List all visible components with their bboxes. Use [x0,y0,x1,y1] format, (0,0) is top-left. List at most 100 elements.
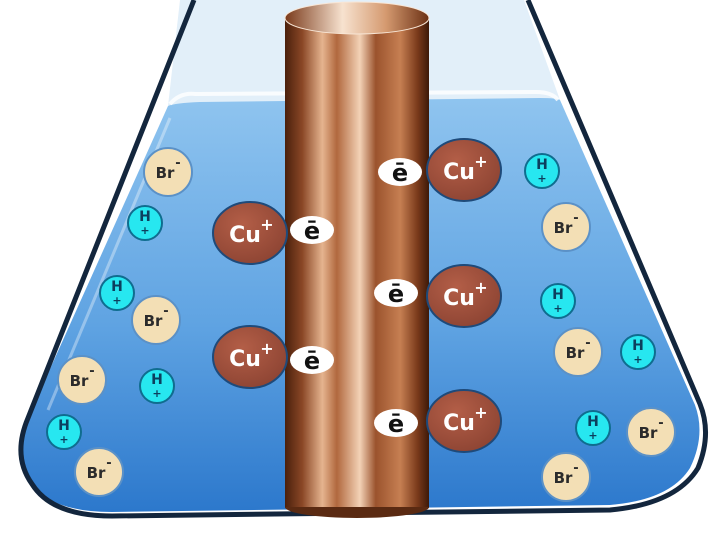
hydrogen-ion-circle [46,414,82,450]
hydrogen-ion: H+ [575,410,611,446]
bromide-charge: - [573,211,578,226]
copper-ion: Cu+ [426,389,502,453]
bromide-symbol: Br [566,344,585,362]
copper-symbol: Cu [443,411,475,436]
bromide-charge: - [163,304,168,319]
bromide-ion-circle [541,452,591,502]
bromide-ion-circle [626,407,676,457]
hydrogen-ion: H+ [46,414,82,450]
copper-charge: + [260,215,273,234]
hydrogen-ion: H+ [99,275,135,311]
hydrogen-ion-circle [127,205,163,241]
copper-charge: + [474,403,487,422]
bromide-symbol: Br [554,469,573,487]
electron-symbol: ē [304,347,320,375]
bromide-ion: Br- [541,452,591,502]
bromide-symbol: Br [639,424,658,442]
electron-shape [374,279,418,307]
hydrogen-symbol: H [58,418,70,434]
copper-charge: + [260,339,273,358]
bromide-ion-circle [553,327,603,377]
bromide-ion: Br- [553,327,603,377]
copper-ion: Cu+ [426,264,502,328]
bromide-charge: - [658,416,663,431]
hydrogen-symbol: H [587,414,599,430]
bromide-ion: Br- [626,407,676,457]
copper-ion: Cu+ [212,325,288,389]
hydrogen-charge: + [537,172,546,185]
electron-symbol: ē [388,280,404,308]
electron-shape [378,158,422,186]
electron-shape [290,346,334,374]
bromide-symbol: Br [156,164,175,182]
bromide-ion-circle [57,355,107,405]
bromide-ion-circle [131,295,181,345]
hydrogen-ion: H+ [524,153,560,189]
copper-ion-circle [426,138,502,202]
ion-layer: Br-Br-Br-Br-Br-Br-Br-Br-H+H+H+H+H+H+H+H+… [46,138,676,502]
bromide-symbol: Br [70,372,89,390]
hydrogen-charge: + [140,224,149,237]
hydrogen-charge: + [633,353,642,366]
copper-charge: + [474,278,487,297]
hydrogen-ion-circle [139,368,175,404]
hydrogen-charge: + [588,429,597,442]
hydrogen-charge: + [152,387,161,400]
bromide-ion-circle [143,147,193,197]
bromide-symbol: Br [87,464,106,482]
bromide-ion: Br- [131,295,181,345]
bromide-ion: Br- [74,447,124,497]
copper-ion: Cu+ [426,138,502,202]
hydrogen-ion: H+ [127,205,163,241]
hydrogen-ion: H+ [620,334,656,370]
hydrogen-symbol: H [151,372,163,388]
electron: ē [290,346,334,375]
bromide-ion: Br- [57,355,107,405]
electron: ē [374,409,418,438]
hydrogen-symbol: H [536,157,548,173]
hydrogen-charge: + [553,302,562,315]
copper-charge: + [474,152,487,171]
hydrogen-ion: H+ [540,283,576,319]
electron-shape [374,409,418,437]
hydrogen-ion: H+ [139,368,175,404]
hydrogen-ion-circle [524,153,560,189]
bromide-ion: Br- [143,147,193,197]
copper-symbol: Cu [443,286,475,311]
electron-symbol: ē [304,217,320,245]
hydrogen-symbol: H [111,279,123,295]
electron-shape [290,216,334,244]
bromide-charge: - [106,456,111,471]
hydrogen-charge: + [59,433,68,446]
bromide-charge: - [175,156,180,171]
bromide-symbol: Br [554,219,573,237]
electron: ē [378,158,422,187]
flask-outline [18,0,709,519]
hydrogen-symbol: H [552,287,564,303]
bromide-ion-circle [74,447,124,497]
copper-ion-circle [426,264,502,328]
hydrogen-ion-circle [575,410,611,446]
copper-symbol: Cu [229,347,261,372]
hydrogen-ion-circle [540,283,576,319]
copper-ion-circle [212,325,288,389]
bromide-ion-circle [541,202,591,252]
copper-ion: Cu+ [212,201,288,265]
copper-electrode [284,1,430,518]
bromide-symbol: Br [144,312,163,330]
electron-symbol: ē [392,159,408,187]
bromide-ion: Br- [541,202,591,252]
electron: ē [374,279,418,308]
electron-symbol: ē [388,410,404,438]
hydrogen-symbol: H [139,209,151,225]
hydrogen-ion-circle [99,275,135,311]
hydrogen-charge: + [112,294,121,307]
electron: ē [290,216,334,245]
hydrogen-symbol: H [632,338,644,354]
copper-ion-circle [212,201,288,265]
copper-symbol: Cu [229,223,261,248]
bromide-charge: - [573,461,578,476]
bromide-charge: - [585,336,590,351]
